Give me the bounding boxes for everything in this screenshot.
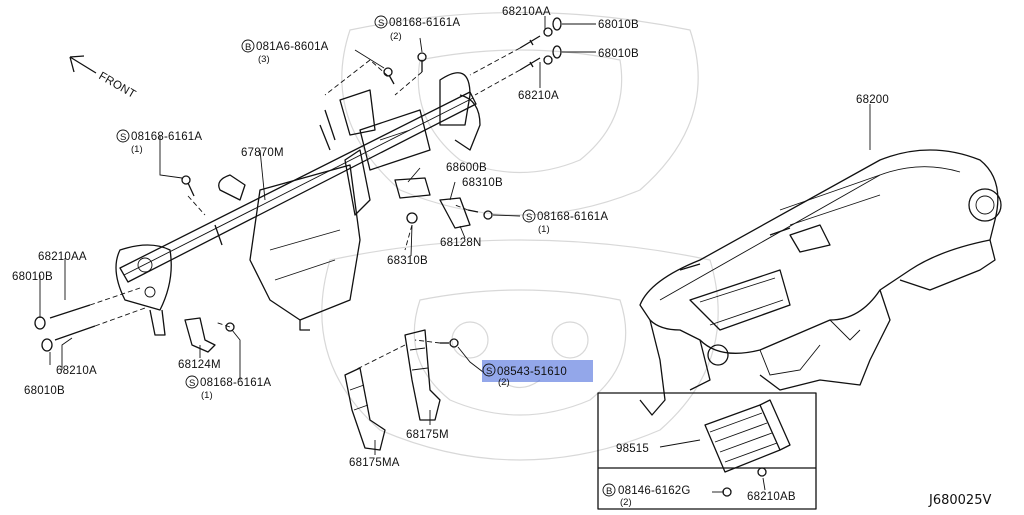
label-68010B-left: 68010B [12, 271, 53, 283]
qty-08168-mid: (1) [538, 224, 550, 235]
qty-08168-top: (2) [390, 31, 402, 42]
qty-08146: (2) [620, 497, 632, 508]
label-68010B-left-2: 68010B [24, 385, 65, 397]
label-98515: 98515 [616, 443, 649, 455]
label-68210AA-left: 68210AA [38, 251, 87, 263]
label-08168-left: 08168-6161A [131, 131, 202, 143]
steering-member-67870M [115, 72, 481, 336]
instrument-panel-68200 [639, 149, 1002, 416]
label-68310B-a: 68310B [462, 177, 503, 189]
highlight-box [482, 360, 593, 382]
bracket-68600B [394, 177, 431, 199]
bolt-icon [34, 17, 767, 497]
label-68210AB: 68210AB [747, 491, 796, 503]
label-68010B-top-1: 68010B [598, 19, 639, 31]
label-08168-mid: 08168-6161A [537, 211, 608, 223]
svg-text:B: B [606, 486, 612, 497]
watermark-emblem [321, 11, 719, 461]
bracket-68175MA [344, 367, 386, 451]
label-68210A-top: 68210A [518, 90, 559, 102]
diagram-code: J680025V [928, 493, 991, 508]
label-68200: 68200 [856, 94, 889, 106]
label-68210AA-top: 68210AA [502, 6, 551, 18]
label-08168-bottom: 08168-6161A [200, 377, 271, 389]
screw-symbol-icon: S S S S S [116, 15, 536, 389]
qty-08168-left: (1) [131, 144, 143, 155]
label-08146: 08146-6162G [618, 485, 691, 497]
label-68010B-top-2: 68010B [598, 48, 639, 60]
airbag-module-98515 [597, 392, 817, 510]
label-68600B: 68600B [446, 162, 487, 174]
leader-lines [39, 16, 871, 493]
bracket-68175M [404, 329, 441, 421]
bolt-symbol-icon: B B [241, 39, 616, 497]
svg-text:S: S [526, 212, 532, 223]
qty-08543-51610: (2) [498, 377, 510, 388]
bracket-68124M [184, 317, 216, 353]
label-68175MA: 68175MA [349, 457, 400, 469]
label-68128N: 68128N [440, 237, 481, 249]
assembly-lines [89, 47, 521, 371]
svg-text:B: B [245, 42, 251, 53]
label-081A6: 081A6-8601A [256, 41, 329, 53]
bracket-68128N [439, 197, 471, 229]
label-68175M: 68175M [406, 429, 449, 441]
label-68210A-left: 68210A [56, 365, 97, 377]
svg-text:S: S [120, 132, 126, 143]
label-68124M: 68124M [178, 359, 221, 371]
label-67870M: 67870M [241, 147, 284, 159]
svg-text:S: S [486, 366, 492, 377]
qty-08168-bottom: (1) [201, 390, 213, 401]
front-label: FRONT [97, 70, 138, 101]
qty-081A6: (3) [258, 54, 270, 65]
label-68310B-b: 68310B [387, 255, 428, 267]
label-08168-top: 08168-6161A [389, 17, 460, 29]
front-arrow-icon [69, 55, 97, 74]
label-08543-51610: 08543-51610 [497, 366, 567, 378]
svg-text:S: S [189, 378, 195, 389]
svg-text:S: S [378, 18, 384, 29]
